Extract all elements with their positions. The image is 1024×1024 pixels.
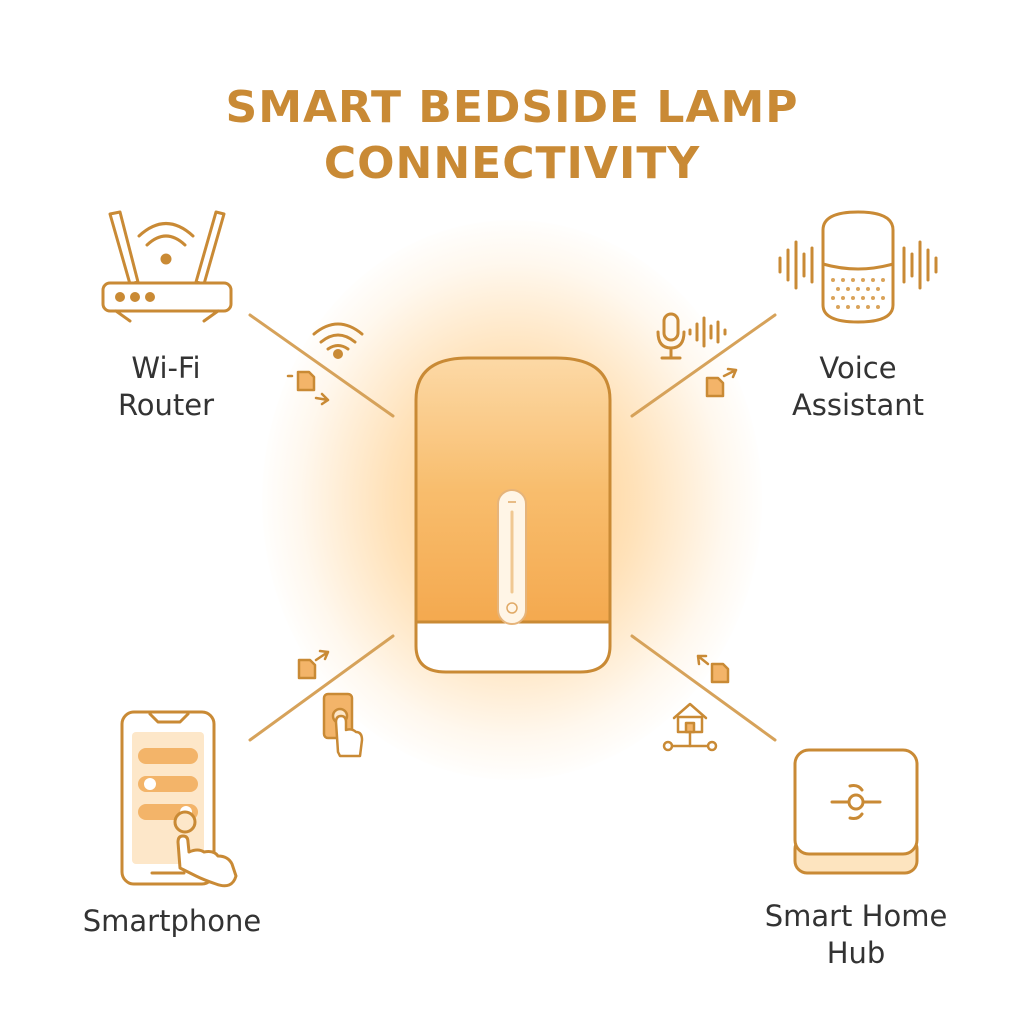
data-transfer-icon <box>705 367 738 398</box>
data-transfer-icon <box>696 654 730 684</box>
lamp-icon <box>414 356 612 674</box>
router-label-line-1: Wi-Fi <box>131 351 201 385</box>
router-label-line-2: Router <box>117 388 215 422</box>
phone-label: Smartphone <box>62 903 282 940</box>
hub-label-line-1: Smart Home <box>764 899 948 933</box>
hub-connector <box>630 634 777 742</box>
phone-connector <box>248 634 395 742</box>
voice-label-line-2: Assistant <box>791 388 925 422</box>
hub-label: Smart Home Hub <box>746 898 966 972</box>
hub-icon <box>793 748 919 875</box>
microphone-icon <box>656 312 727 360</box>
title-line-1: SMART BEDSIDE LAMP <box>225 82 799 133</box>
touch-icon <box>322 692 364 758</box>
router-label: Wi-Fi Router <box>96 350 236 424</box>
voice-label-line-1: Voice <box>819 351 897 385</box>
diagram-title: SMART BEDSIDE LAMP CONNECTIVITY <box>0 80 1024 192</box>
smart-speaker-icon <box>778 210 938 324</box>
data-transfer-icon <box>286 370 330 406</box>
phone-label-line-1: Smartphone <box>82 904 262 938</box>
data-transfer-icon <box>297 649 330 680</box>
smartphone-icon <box>120 710 238 888</box>
router-icon <box>101 210 233 323</box>
voice-label: Voice Assistant <box>770 350 946 424</box>
wifi-icon <box>312 322 364 359</box>
title-line-2: CONNECTIVITY <box>323 138 701 189</box>
home-network-icon <box>662 702 718 752</box>
router-connector <box>248 313 395 418</box>
hub-label-line-2: Hub <box>826 936 886 970</box>
connector-lines <box>248 313 777 742</box>
voice-connector <box>630 313 777 418</box>
